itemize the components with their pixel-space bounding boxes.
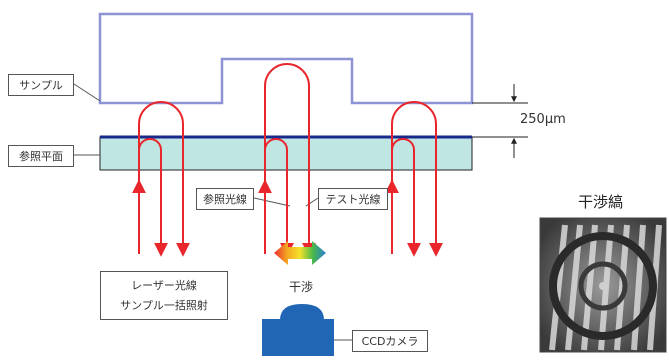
- test-ray-label-text: テスト光線: [326, 191, 381, 207]
- beam-group-right: [392, 102, 436, 254]
- reference-ray-label: 参照光線: [196, 188, 254, 210]
- laser-line-1: レーザー光線: [131, 276, 197, 296]
- test-ray-leader: [306, 198, 318, 206]
- ccd-camera-icon: [262, 304, 334, 356]
- interference-fringe-image: [540, 218, 666, 352]
- laser-description-box: レーザー光線 サンプル一括照射: [100, 271, 228, 320]
- reference-ray-label-text: 参照光線: [203, 191, 247, 207]
- reference-plane-label: 参照平面: [8, 145, 74, 167]
- ccd-camera-label-text: CCDカメラ: [362, 333, 419, 349]
- laser-line-2: サンプル一括照射: [120, 296, 208, 316]
- beam-group-left: [139, 102, 183, 254]
- reference-ray-leader: [254, 198, 290, 206]
- ccd-camera-label: CCDカメラ: [352, 330, 428, 352]
- sample-label: サンプル: [8, 74, 74, 96]
- gap-dimension-label: 250μm: [520, 112, 566, 127]
- interference-label: 干渉: [289, 278, 313, 295]
- sample-label-text: サンプル: [19, 77, 63, 93]
- test-ray-label: テスト光線: [318, 188, 388, 210]
- fringe-title: 干渉縞: [578, 191, 623, 212]
- reference-plane-label-text: 参照平面: [19, 148, 63, 164]
- sample-leader: [74, 84, 100, 101]
- rainbow-double-arrow-icon: [274, 241, 326, 265]
- sample-outline: [100, 14, 472, 103]
